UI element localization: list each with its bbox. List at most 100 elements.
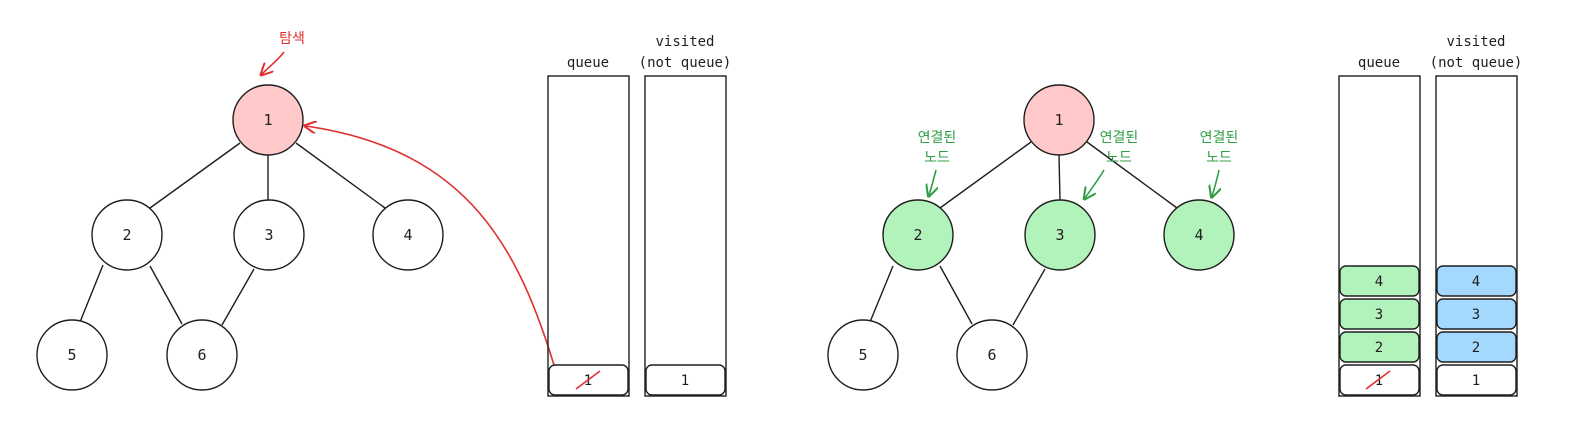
- node-circle: [232, 84, 304, 156]
- right-node-5[interactable]: 5: [827, 319, 899, 391]
- node-circle: [827, 319, 899, 391]
- visited-item[interactable]: 1: [1436, 364, 1517, 396]
- queue-item[interactable]: 1: [548, 364, 629, 396]
- visited-cell-label: 1: [681, 373, 689, 389]
- strike-icon: [575, 370, 601, 390]
- edge-2-5: [79, 264, 104, 323]
- queue-item[interactable]: 1: [1339, 364, 1420, 396]
- visited-title: visited: [1446, 34, 1505, 50]
- queue-title: queue: [1358, 55, 1400, 71]
- connected-arrow-icon: [929, 169, 936, 195]
- visited-cell-label: 1: [1472, 373, 1480, 389]
- visited-subtitle: (not queue): [639, 55, 732, 71]
- queue-cell-label: 2: [1375, 340, 1383, 356]
- edge-1-3: [1058, 154, 1061, 201]
- queue-cell: [1339, 265, 1420, 297]
- connected-label-line2: 노드: [924, 150, 950, 166]
- connected-annotation-4: 연결된 노드: [1200, 130, 1239, 196]
- queue-item[interactable]: 3: [1339, 298, 1420, 330]
- left-visited: visited (not queue) 1: [639, 34, 732, 397]
- queue-container: [1338, 75, 1421, 397]
- visited-item[interactable]: 2: [1436, 331, 1517, 363]
- queue-cell-label: 4: [1375, 274, 1383, 290]
- node-label: 4: [403, 226, 412, 244]
- strike-icon: [1365, 370, 1391, 390]
- visited-cell: [645, 364, 726, 396]
- queue-container: [547, 75, 630, 397]
- node-label: 3: [1055, 226, 1064, 244]
- node-label: 6: [987, 346, 996, 364]
- connected-arrow-icon: [1212, 169, 1219, 196]
- node-label: 5: [67, 346, 76, 364]
- left-queue: queue 1: [547, 55, 630, 397]
- visited-cell-label: 4: [1472, 274, 1480, 290]
- left-node-5[interactable]: 5: [36, 319, 108, 391]
- edge-2-6: [149, 265, 183, 325]
- right-node-6[interactable]: 6: [956, 319, 1028, 391]
- left-node-3[interactable]: 3: [233, 199, 305, 271]
- edge-2-5: [869, 265, 894, 323]
- left-node-4[interactable]: 4: [372, 199, 444, 271]
- connected-annotation-3: 연결된 노드: [1085, 130, 1138, 198]
- node-circle: [372, 199, 444, 271]
- right-edges: [869, 141, 1178, 326]
- left-node-1[interactable]: 1: [232, 84, 304, 156]
- node-circle: [91, 199, 163, 271]
- node-circle: [1024, 199, 1096, 271]
- queue-cell-label: 3: [1375, 307, 1383, 323]
- left-edges: [79, 142, 386, 326]
- visited-cell: [1436, 331, 1517, 363]
- right-node-1[interactable]: 1: [1023, 84, 1095, 156]
- right-queue: queue 1 2 3 4: [1338, 55, 1421, 397]
- node-label: 2: [913, 226, 922, 244]
- queue-title: queue: [567, 55, 609, 71]
- node-circle: [233, 199, 305, 271]
- node-circle: [36, 319, 108, 391]
- queue-cell: [1339, 331, 1420, 363]
- visited-cell-label: 3: [1472, 307, 1480, 323]
- node-label: 4: [1194, 226, 1203, 244]
- queue-cell: [1339, 298, 1420, 330]
- connected-label-line1: 연결된: [1200, 130, 1239, 146]
- visited-container: [644, 75, 727, 397]
- visited-item[interactable]: 4: [1436, 265, 1517, 297]
- node-label: 5: [858, 346, 867, 364]
- visited-container: [1435, 75, 1518, 397]
- node-label: 2: [122, 226, 131, 244]
- edge-1-2: [939, 141, 1032, 209]
- right-node-2[interactable]: 2: [882, 199, 954, 271]
- left-node-2[interactable]: 2: [91, 199, 163, 271]
- connected-label-line1: 연결된: [1100, 130, 1139, 146]
- queue-cell: [1339, 364, 1420, 396]
- dequeue-arrow-icon: [306, 126, 558, 376]
- node-circle: [166, 319, 238, 391]
- connected-arrow-icon: [1085, 169, 1105, 198]
- edge-1-2: [149, 142, 241, 209]
- edge-3-6: [1012, 268, 1046, 326]
- edge-1-4: [295, 142, 386, 209]
- visited-cell: [1436, 265, 1517, 297]
- queue-cell-label: 1: [1375, 373, 1383, 389]
- node-circle: [1023, 84, 1095, 156]
- right-panel: 1 2 3 4 5 6 연결된 노드 연결된 노드: [827, 34, 1523, 397]
- connected-label-line1: 연결된: [918, 130, 957, 146]
- left-node-6[interactable]: 6: [166, 319, 238, 391]
- queue-item[interactable]: 4: [1339, 265, 1420, 297]
- right-node-4[interactable]: 4: [1163, 199, 1235, 271]
- node-circle: [882, 199, 954, 271]
- visited-item[interactable]: 3: [1436, 298, 1517, 330]
- left-panel: 1 2 3 4 5 6 탐색 queue: [36, 31, 732, 397]
- node-circle: [1163, 199, 1235, 271]
- queue-item[interactable]: 2: [1339, 331, 1420, 363]
- edge-1-4: [1086, 141, 1178, 209]
- node-circle: [956, 319, 1028, 391]
- search-annotation-label: 탐색: [279, 31, 305, 47]
- visited-cell: [1436, 298, 1517, 330]
- visited-subtitle: (not queue): [1430, 55, 1523, 71]
- node-label: 1: [1054, 111, 1063, 129]
- right-visited: visited (not queue) 1 2 3 4: [1430, 34, 1523, 397]
- visited-item[interactable]: 1: [645, 364, 726, 396]
- right-node-3[interactable]: 3: [1024, 199, 1096, 271]
